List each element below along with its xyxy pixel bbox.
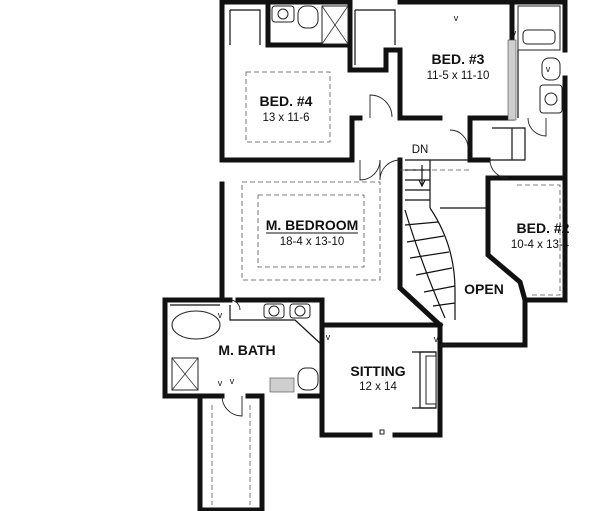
svg-text:v: v <box>454 13 459 23</box>
room-name-master-bath: M. BATH <box>218 342 275 358</box>
room-name-bed4: BED. #4 <box>260 93 313 109</box>
room-dims-bed4: 13 x 11-6 <box>262 112 309 124</box>
exterior-walls <box>162 0 568 511</box>
room-name-bed2: BED. #2 <box>517 220 570 236</box>
room-name-sitting: SITTING <box>350 363 405 379</box>
svg-text:v: v <box>546 64 551 74</box>
stair-down-label: DN <box>412 144 429 156</box>
ceiling-lines <box>241 71 561 296</box>
room-label-bed2: BED. #2 10-4 x 13-4 <box>511 220 570 251</box>
room-name-bed3: BED. #3 <box>432 51 485 67</box>
room-label-bed4: BED. #4 13 x 11-6 <box>260 93 313 124</box>
room-dims-bed2: 10-4 x 13-4 <box>511 239 570 251</box>
room-label-bed3: BED. #3 11-5 x 11-10 <box>427 51 490 82</box>
stair-label: DN <box>412 144 429 156</box>
room-dims-sitting: 12 x 14 <box>359 381 397 393</box>
svg-text:v: v <box>326 332 331 342</box>
room-label-open: OPEN <box>464 281 504 297</box>
svg-text:v: v <box>512 28 517 38</box>
room-dims-bed3: 11-5 x 11-10 <box>427 70 490 82</box>
svg-text:v: v <box>434 334 439 344</box>
room-label-sitting: SITTING 12 x 14 <box>350 363 405 393</box>
room-dims-master-bedroom: 18-4 x 13-10 <box>280 236 345 248</box>
svg-text:v: v <box>218 378 223 388</box>
room-label-master-bedroom: M. BEDROOM 18-4 x 13-10 <box>266 217 359 248</box>
door-swings <box>221 94 547 417</box>
interior-lines <box>170 5 563 505</box>
svg-text:v: v <box>218 310 223 320</box>
room-label-master-bath: M. BATH <box>218 342 275 358</box>
svg-text:v: v <box>230 376 235 386</box>
small-marks: v v v v v v v v <box>218 13 551 388</box>
room-name-open: OPEN <box>464 281 504 297</box>
room-name-master-bedroom: M. BEDROOM <box>266 217 359 233</box>
